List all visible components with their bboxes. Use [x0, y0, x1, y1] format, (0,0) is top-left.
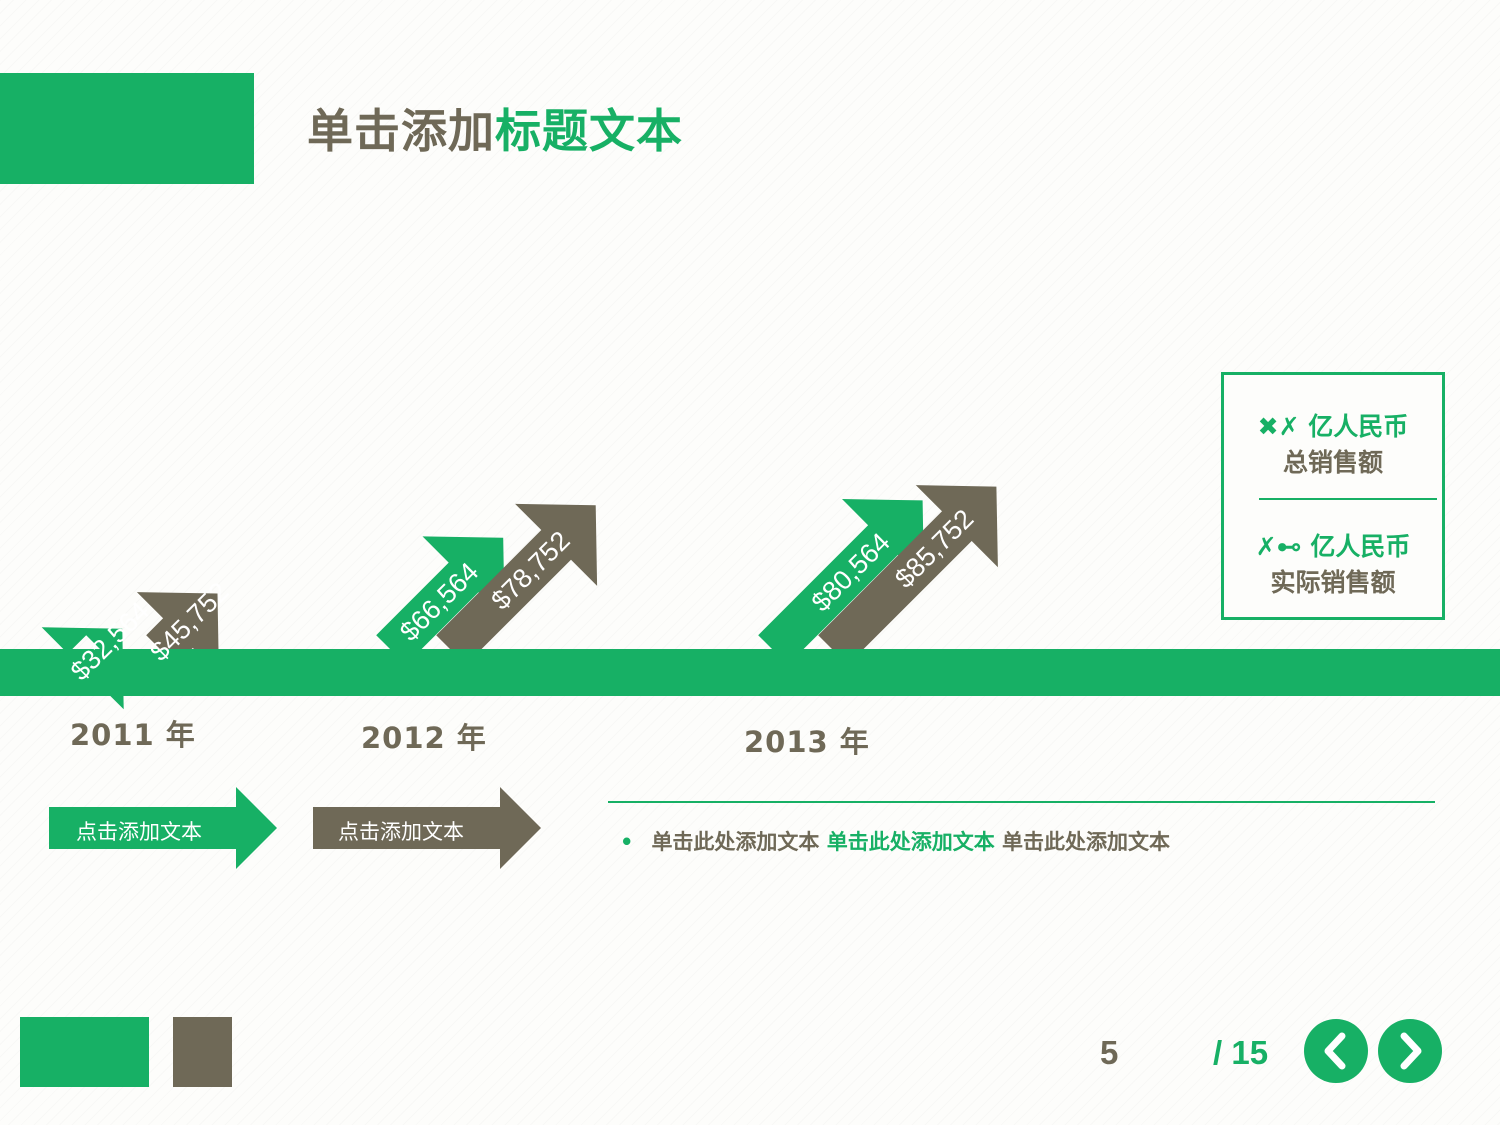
- year-label-2012: 2012 年: [361, 721, 487, 755]
- right-arrow-shape-icon: [49, 787, 277, 869]
- legend-divider: [1259, 498, 1437, 500]
- green-button-label: 点击添加文本: [76, 820, 202, 844]
- sales-arrow-2013-actual: [818, 485, 998, 665]
- legend-total-unit: ✖✗ 亿人民币: [1257, 412, 1409, 441]
- page-number-current: 5: [1100, 1034, 1119, 1071]
- body-text-seg1: 单击此处添加文本: [651, 830, 827, 854]
- chevron-left-icon: [1324, 1032, 1346, 1070]
- legend-actual-label: 实际销售额: [1270, 568, 1396, 597]
- slide-title[interactable]: 单击添加标题文本: [307, 100, 683, 162]
- next-page-button[interactable]: [1378, 1019, 1442, 1083]
- year-label-2011: 2011 年: [70, 718, 196, 752]
- text-divider: [608, 801, 1435, 803]
- footer-green-block: [20, 1017, 149, 1087]
- legend-actual-unit: ✗⊷ 亿人民币: [1255, 532, 1411, 561]
- prev-page-button[interactable]: [1304, 1019, 1368, 1083]
- timeline-baseline: [0, 649, 1500, 696]
- legend-box: ✖✗ 亿人民币 总销售额 ✗⊷ 亿人民币 实际销售额: [1221, 372, 1445, 620]
- title-accent-block: [0, 73, 254, 184]
- body-text-seg2: 单击此处添加文本: [826, 830, 995, 854]
- title-part-1: 单击添加: [307, 104, 495, 158]
- page-number-total: / 15: [1213, 1034, 1269, 1071]
- right-arrow-shape-icon: [313, 787, 541, 869]
- sales-arrow-2011-actual: [136, 592, 219, 675]
- sales-arrow-2012-total: [376, 536, 505, 665]
- title-part-2: 标题文本: [495, 104, 683, 158]
- legend-total-label: 总销售额: [1282, 448, 1383, 477]
- brown-button-label: 点击添加文本: [338, 820, 464, 844]
- x-mark-icon: ✖✗: [1257, 412, 1300, 441]
- chevron-right-icon: [1400, 1032, 1422, 1070]
- body-text[interactable]: • 单击此处添加文本 单击此处添加文本 单击此处添加文本: [620, 826, 1170, 856]
- arrow-mark-icon: ✗⊷: [1255, 532, 1302, 561]
- sales-arrow-2012-actual: [436, 503, 598, 665]
- bullet-icon: •: [620, 830, 634, 854]
- footer-brown-block: [173, 1017, 232, 1087]
- brown-text-button[interactable]: 点击添加文本: [313, 787, 541, 869]
- sales-arrow-2013-total: [758, 499, 924, 665]
- green-text-button[interactable]: 点击添加文本: [49, 787, 277, 869]
- year-label-2013: 2013 年: [744, 725, 870, 759]
- body-text-seg3: 单击此处添加文本: [994, 830, 1171, 854]
